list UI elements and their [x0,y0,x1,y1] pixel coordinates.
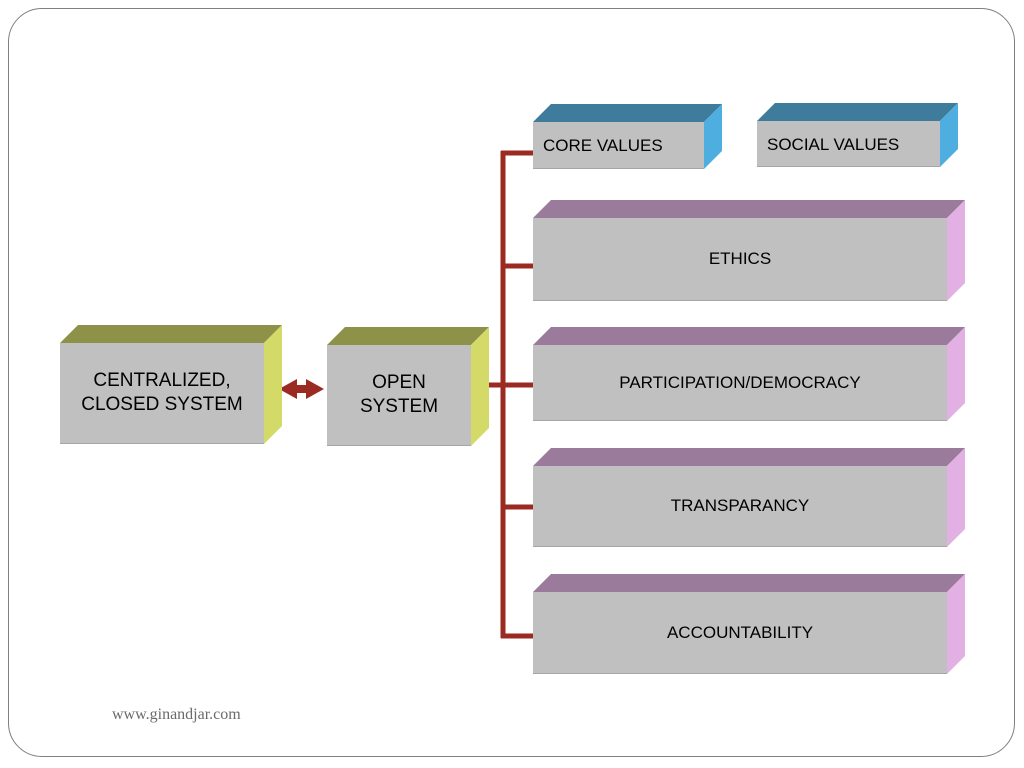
box-side-face [947,574,965,674]
social-values-box: SOCIAL VALUES [757,103,958,167]
box-side-face [947,200,965,301]
box-top-face [60,325,282,343]
accountability-label: ACCOUNTABILITY [533,592,947,674]
box-top-face [533,327,965,345]
box-top-face [533,448,965,466]
box-side-face [947,448,965,547]
box-top-face [533,104,722,122]
accountability-box: ACCOUNTABILITY [533,574,965,674]
centralized-closed-system-box: CENTRALIZED, CLOSED SYSTEM [60,325,282,444]
centralized-closed-system-label: CENTRALIZED, CLOSED SYSTEM [60,343,264,444]
box-side-face [264,325,282,444]
box-top-face [327,327,489,345]
ethics-label: ETHICS [533,218,947,301]
footer-source-text: www.ginandjar.com [112,706,241,723]
core-values-box: CORE VALUES [533,104,722,169]
open-system-label: OPEN SYSTEM [327,345,471,446]
box-side-face [947,327,965,421]
box-top-face [533,574,965,592]
double-arrow-icon [279,379,324,399]
box-side-face [471,327,489,446]
participation-democracy-box: PARTICIPATION/DEMOCRACY [533,327,965,421]
social-values-label: SOCIAL VALUES [757,121,940,167]
box-top-face [533,200,965,218]
core-values-label: CORE VALUES [533,122,704,169]
participation-democracy-label: PARTICIPATION/DEMOCRACY [533,345,947,421]
transparancy-box: TRANSPARANCY [533,448,965,547]
transparancy-label: TRANSPARANCY [533,466,947,547]
ethics-box: ETHICS [533,200,965,301]
box-top-face [757,103,958,121]
open-system-box: OPEN SYSTEM [327,327,489,446]
box-side-face [940,103,958,167]
box-side-face [704,104,722,169]
